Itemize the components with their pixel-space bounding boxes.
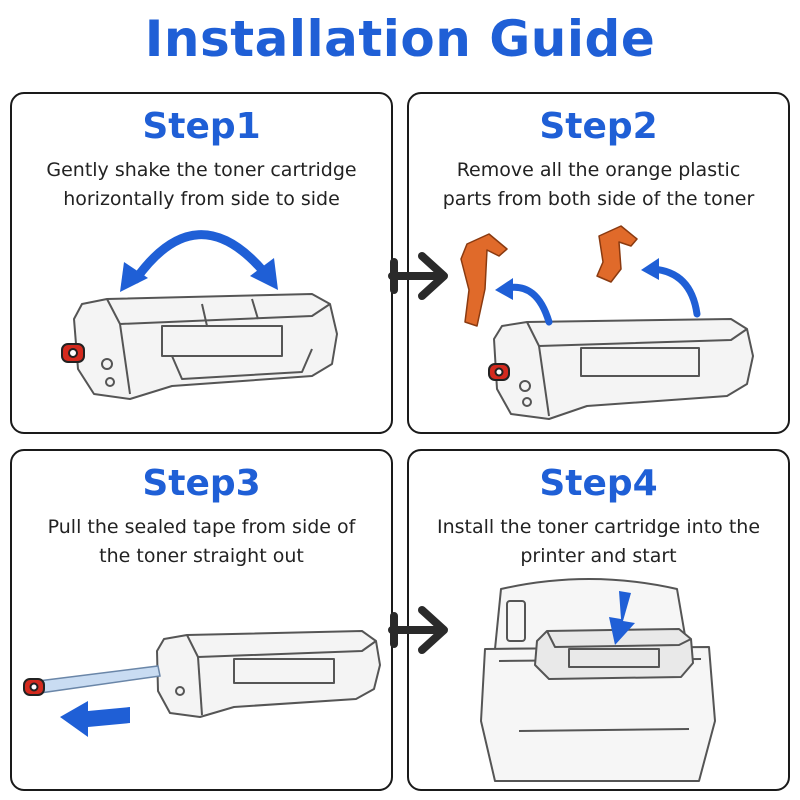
orange-plastic-part-right [596, 225, 638, 283]
toner-cartridge [73, 293, 338, 400]
step1-illustration [61, 230, 338, 400]
step1-description: Gently shake the toner cartridge horizon… [46, 159, 357, 210]
toner-cartridge [156, 630, 381, 718]
step4-illustration [480, 578, 716, 782]
chevron-right-arrow-icon [388, 606, 448, 654]
step3-title: Step3 [142, 463, 261, 504]
step2-illustration [460, 225, 754, 420]
red-tab-icon [23, 678, 45, 696]
step2-description: Remove all the orange plastic parts from… [442, 159, 755, 210]
printer [480, 578, 716, 782]
red-tab-icon [61, 343, 85, 363]
step4-title: Step4 [539, 463, 658, 504]
orange-plastic-part-left [460, 233, 508, 327]
toner-cartridge [493, 318, 754, 420]
curved-double-arrow-icon [120, 230, 278, 292]
chevron-right-arrow-icon [388, 252, 448, 300]
step2-title: Step2 [539, 106, 658, 147]
step3-description: Pull the sealed tape from side of the to… [47, 516, 356, 567]
step3-illustration [23, 630, 381, 737]
step4-panel: Step4 Install the toner cartridge into t… [407, 449, 790, 791]
down-arrow-icon [609, 591, 635, 645]
step2-panel: Step2 Remove all the orange plastic part… [407, 92, 790, 434]
curved-arrow-icon [495, 258, 701, 326]
toner-cartridge-inserted [534, 628, 694, 680]
left-arrow-icon [60, 701, 130, 737]
step1-title: Step1 [142, 106, 261, 147]
sealed-tape [37, 665, 161, 694]
step4-description: Install the toner cartridge into the pri… [436, 516, 761, 567]
step1-panel: Step1 Gently shake the toner cartridge h… [10, 92, 393, 434]
page-title: Installation Guide [144, 10, 656, 68]
red-tab-icon [488, 363, 510, 381]
step3-panel: Step3 Pull the sealed tape from side of … [10, 449, 393, 791]
